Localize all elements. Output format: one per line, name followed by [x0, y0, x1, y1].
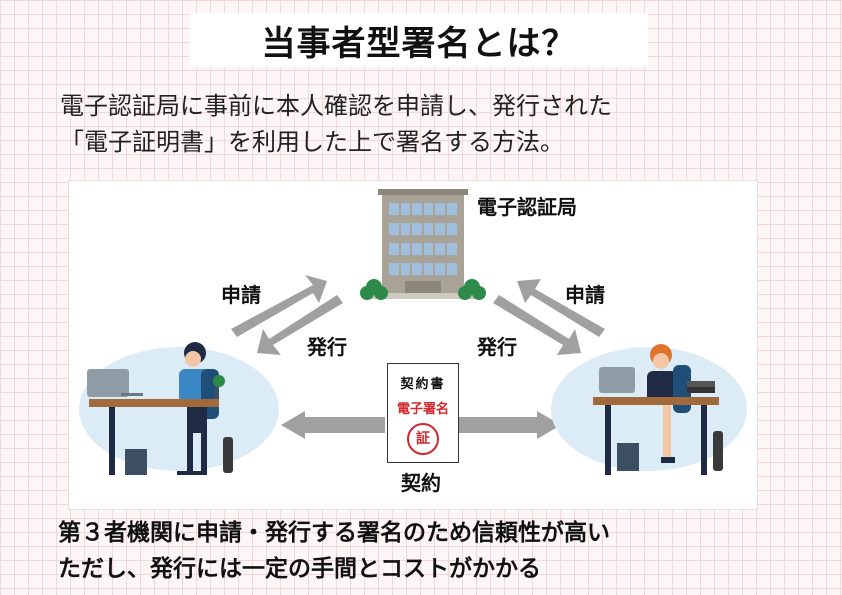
- arrow-contract-left-shaft: [301, 417, 385, 433]
- diagram-panel: 電子認証局 申請 発行 申請 発行 契約 契約書 電子署名 証: [68, 180, 758, 510]
- contract-document: 契約書 電子署名 証: [387, 363, 459, 463]
- authority-label: 電子認証局: [477, 195, 577, 219]
- title-box: 当事者型署名とは？: [190, 13, 648, 67]
- arrow-contract-right-head: [537, 411, 561, 439]
- arrow-left-issue: [257, 295, 343, 355]
- document-title: 契約書: [400, 377, 446, 392]
- building-icon: [365, 189, 481, 299]
- intro-line-2: 「電子証明書」を利用した上で署名する方法。: [60, 128, 564, 156]
- summary-line-1: 第３者機関に申請・発行する署名のため信頼性が高い: [58, 520, 610, 546]
- arrow-right-issue: [493, 295, 581, 355]
- left-person-illustration: [79, 342, 279, 475]
- contract-label: 契約: [401, 471, 441, 495]
- arrows: [231, 275, 605, 439]
- summary-line-2: ただし、発行には一定の手間とコストがかかる: [58, 556, 541, 582]
- summary-text: 第３者機関に申請・発行する署名のため信頼性が高い ただし、発行には一定の手間とコ…: [58, 515, 610, 587]
- right-apply-label: 申請: [565, 283, 605, 307]
- tree-icon: [360, 279, 486, 300]
- left-issue-label: 発行: [307, 335, 347, 359]
- arrow-right-apply: [517, 279, 605, 337]
- left-apply-label: 申請: [221, 283, 261, 307]
- page-title: 当事者型署名とは？: [261, 23, 577, 64]
- arrow-contract-right-shaft: [459, 417, 541, 433]
- right-person-illustration: [551, 344, 747, 475]
- right-issue-label: 発行: [477, 335, 517, 359]
- document-signature: 電子署名: [396, 402, 449, 417]
- intro-line-1: 電子認証局に事前に本人確認を申請し、発行された: [60, 92, 612, 120]
- arrow-left-apply: [231, 275, 327, 337]
- intro-text: 電子認証局に事前に本人確認を申請し、発行された 「電子証明書」を利用した上で署名…: [60, 88, 612, 160]
- arrow-contract-left-head: [281, 411, 305, 439]
- diagram-graphics: [79, 189, 747, 475]
- seal-icon: 証: [407, 423, 439, 455]
